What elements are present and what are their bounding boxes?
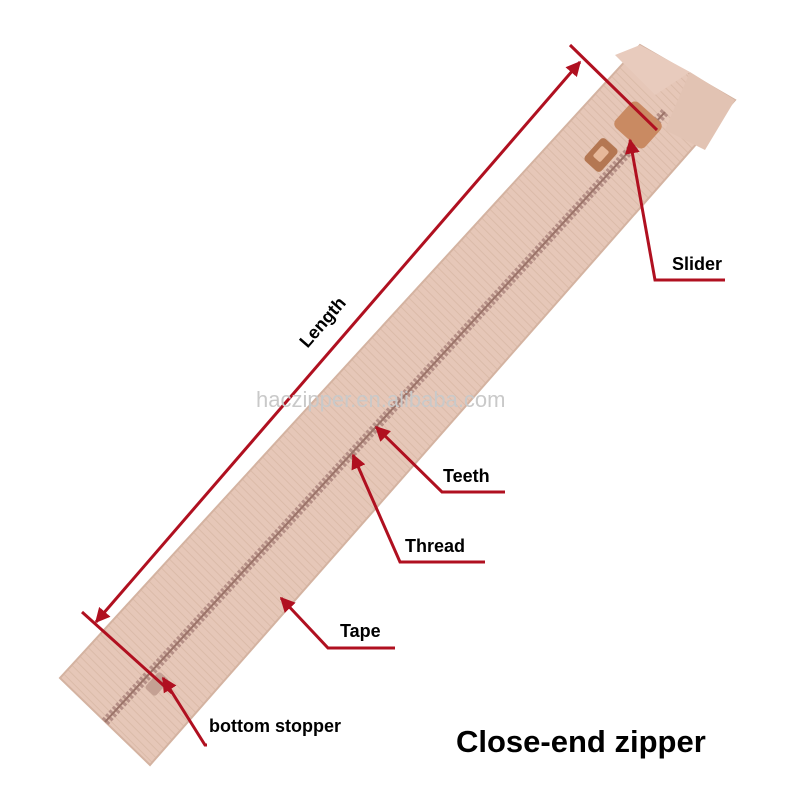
teeth-leader <box>374 425 505 494</box>
teeth-label: Teeth <box>443 466 490 486</box>
zipper-thread-line <box>104 111 666 723</box>
thread-leader <box>351 453 485 564</box>
bottom-stopper-leader <box>161 676 207 747</box>
thread-label: Thread <box>405 536 466 556</box>
slider-leader <box>624 138 725 282</box>
tape-label: Tape <box>340 621 381 641</box>
bottom-stopper-label: bottom stopper <box>209 716 341 736</box>
zipper-tape-top-left <box>615 45 690 95</box>
length-top-extension <box>568 43 659 132</box>
tape-leader <box>279 596 395 650</box>
zipper-tape-top-right <box>665 72 735 150</box>
diagram-title: Close-end zipper <box>456 724 706 759</box>
zipper-slider <box>584 101 662 172</box>
length-bottom-extension <box>80 610 174 695</box>
length-dimension-arrow <box>94 60 582 624</box>
watermark: haczipper.en.alibaba.com <box>256 387 506 412</box>
slider-label: Slider <box>672 254 723 274</box>
